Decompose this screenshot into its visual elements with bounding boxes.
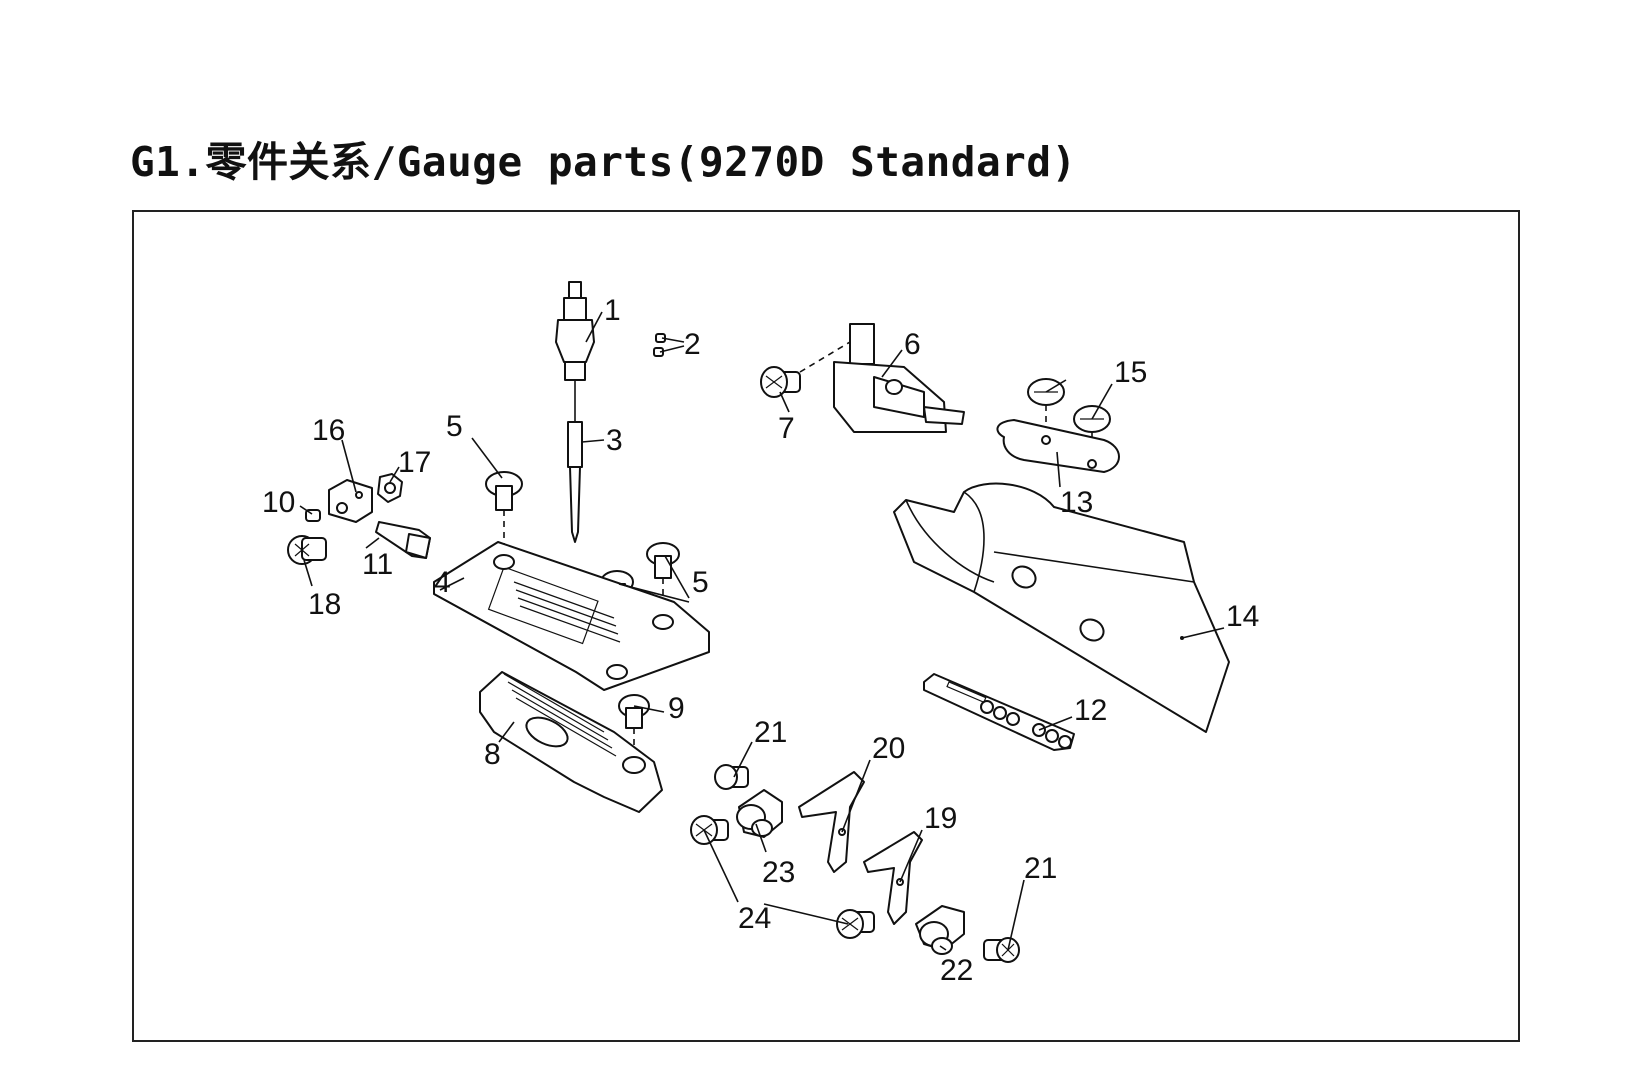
- part-label-5-top: 5: [446, 410, 463, 443]
- diagram-frame: 1 2 3 4 5 5 6 7 8 9 10 11 12 13 14 15 16…: [132, 210, 1520, 1042]
- page-title: G1.零件关系/Gauge parts(9270D Standard): [130, 138, 1077, 186]
- part-label-22: 22: [940, 954, 973, 987]
- part-label-13: 13: [1060, 486, 1093, 519]
- part-label-21-lower: 21: [1024, 852, 1057, 885]
- small-screws-part: [653, 333, 666, 357]
- foot-screw-part: [760, 341, 851, 398]
- part-label-9: 9: [668, 692, 685, 725]
- part-label-2: 2: [684, 328, 701, 361]
- part-label-7: 7: [778, 412, 795, 445]
- part-label-10: 10: [262, 486, 295, 519]
- part-label-5-right: 5: [692, 566, 709, 599]
- part-label-14: 14: [1226, 600, 1259, 633]
- parts-diagram: 1 2 3 4 5 5 6 7 8 9 10 11 12 13 14 15 16…: [262, 281, 1259, 987]
- part-label-20: 20: [872, 732, 905, 765]
- part-label-16: 16: [312, 414, 345, 447]
- left-bracket-assembly: [287, 473, 431, 565]
- part-label-11: 11: [362, 548, 393, 581]
- part-label-6: 6: [904, 328, 921, 361]
- lower-looper-assembly: [863, 831, 1020, 963]
- part-label-8: 8: [484, 738, 501, 771]
- part-label-17: 17: [398, 446, 431, 479]
- part-label-12: 12: [1074, 694, 1107, 727]
- needle-part: [567, 421, 583, 543]
- part-label-19: 19: [924, 802, 957, 835]
- part-label-18: 18: [308, 588, 341, 621]
- part-label-1: 1: [604, 294, 621, 327]
- upper-looper-assembly: [714, 764, 865, 873]
- part-label-24: 24: [738, 902, 771, 935]
- part-label-3: 3: [606, 424, 623, 457]
- part-label-23: 23: [762, 856, 795, 889]
- narrow-strip-part: [923, 673, 1075, 751]
- part-label-4: 4: [434, 566, 451, 599]
- needle-plate-part: [433, 541, 710, 691]
- presser-foot-part: [833, 323, 965, 433]
- guide-plate-part: [893, 482, 1230, 733]
- small-plate-part: [996, 419, 1120, 473]
- feed-dog-part: [479, 671, 663, 813]
- needle-clamp-part: [555, 281, 595, 422]
- part-label-15: 15: [1114, 356, 1147, 389]
- leader-lines: [299, 311, 1225, 951]
- part-label-21-upper: 21: [754, 716, 787, 749]
